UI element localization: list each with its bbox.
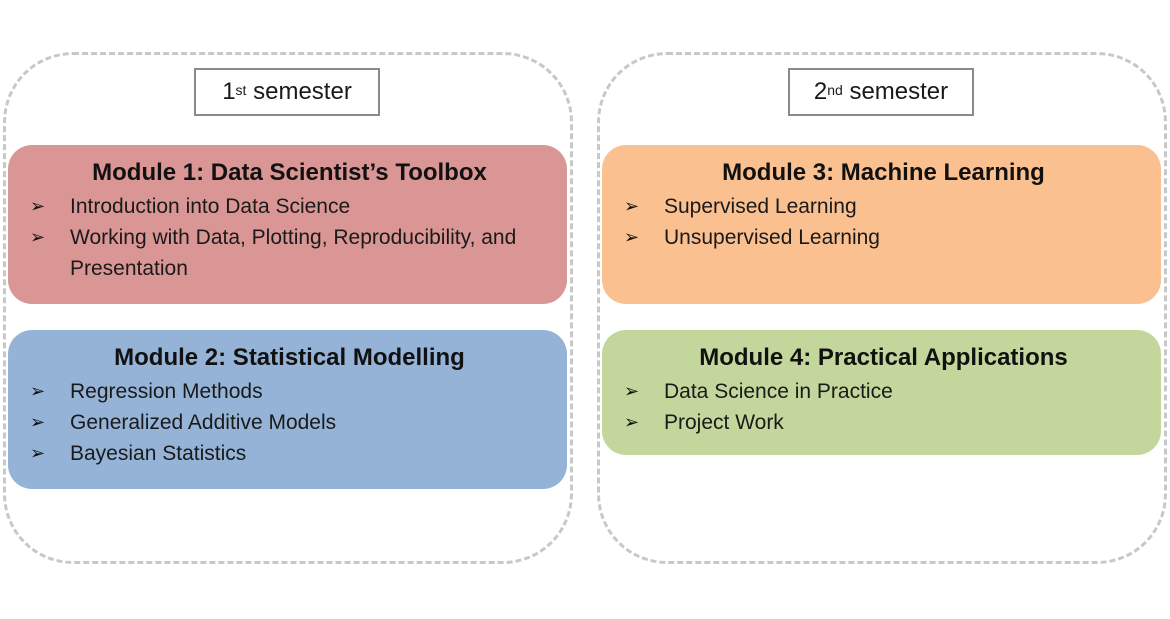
arrow-bullet-icon: ➢	[624, 196, 640, 217]
module-3-topic-list: ➢ Supervised Learning ➢ Unsupervised Lea…	[624, 191, 1143, 253]
arrow-bullet-icon: ➢	[624, 381, 640, 402]
semester-2-container	[597, 52, 1167, 564]
list-item: ➢ Bayesian Statistics	[30, 438, 549, 469]
topic-text: Regression Methods	[70, 380, 263, 403]
topic-text: Bayesian Statistics	[70, 442, 247, 465]
list-item: ➢ Introduction into Data Science	[30, 191, 549, 222]
module-1-topic-list: ➢ Introduction into Data Science ➢ Worki…	[30, 191, 549, 284]
arrow-bullet-icon: ➢	[30, 381, 46, 402]
semester-2-number: 2	[813, 78, 828, 105]
list-item: ➢ Working with Data, Plotting, Reproduci…	[30, 222, 549, 284]
arrow-bullet-icon: ➢	[30, 196, 46, 217]
arrow-bullet-icon: ➢	[30, 227, 46, 248]
module-3-title: Module 3: Machine Learning	[722, 159, 1045, 186]
semester-1-container	[3, 52, 573, 564]
topic-text: Project Work	[664, 411, 784, 434]
list-item: ➢ Unsupervised Learning	[624, 222, 1143, 253]
module-4-title: Module 4: Practical Applications	[699, 344, 1068, 371]
module-2-topic-list: ➢ Regression Methods ➢ Generalized Addit…	[30, 376, 549, 469]
topic-text: Unsupervised Learning	[664, 226, 880, 249]
list-item: ➢ Supervised Learning	[624, 191, 1143, 222]
list-item: ➢ Regression Methods	[30, 376, 549, 407]
arrow-bullet-icon: ➢	[624, 227, 640, 248]
list-item: ➢ Data Science in Practice	[624, 376, 1143, 407]
module-1-title: Module 1: Data Scientist’s Toolbox	[92, 159, 487, 186]
module-2-box: Module 2: Statistical Modelling ➢ Regres…	[8, 330, 567, 489]
semester-1-number: 1	[222, 78, 236, 105]
list-item: ➢ Generalized Additive Models	[30, 407, 549, 438]
arrow-bullet-icon: ➢	[30, 443, 46, 464]
arrow-bullet-icon: ➢	[624, 412, 640, 433]
topic-text: Supervised Learning	[664, 195, 857, 218]
module-4-box: Module 4: Practical Applications ➢ Data …	[602, 330, 1161, 455]
module-3-box: Module 3: Machine Learning ➢ Supervised …	[602, 145, 1161, 304]
semester-2-text: semester	[849, 78, 949, 105]
module-4-topic-list: ➢ Data Science in Practice ➢ Project Wor…	[624, 376, 1143, 438]
topic-text: Working with Data, Plotting, Reproducibi…	[70, 226, 517, 280]
topic-text: Data Science in Practice	[664, 380, 893, 403]
semester-1-text: semester	[253, 78, 352, 105]
arrow-bullet-icon: ➢	[30, 412, 46, 433]
module-2-title: Module 2: Statistical Modelling	[114, 344, 465, 371]
list-item: ➢ Project Work	[624, 407, 1143, 438]
module-1-box: Module 1: Data Scientist’s Toolbox ➢ Int…	[8, 145, 567, 304]
topic-text: Generalized Additive Models	[70, 411, 337, 434]
topic-text: Introduction into Data Science	[70, 195, 351, 218]
